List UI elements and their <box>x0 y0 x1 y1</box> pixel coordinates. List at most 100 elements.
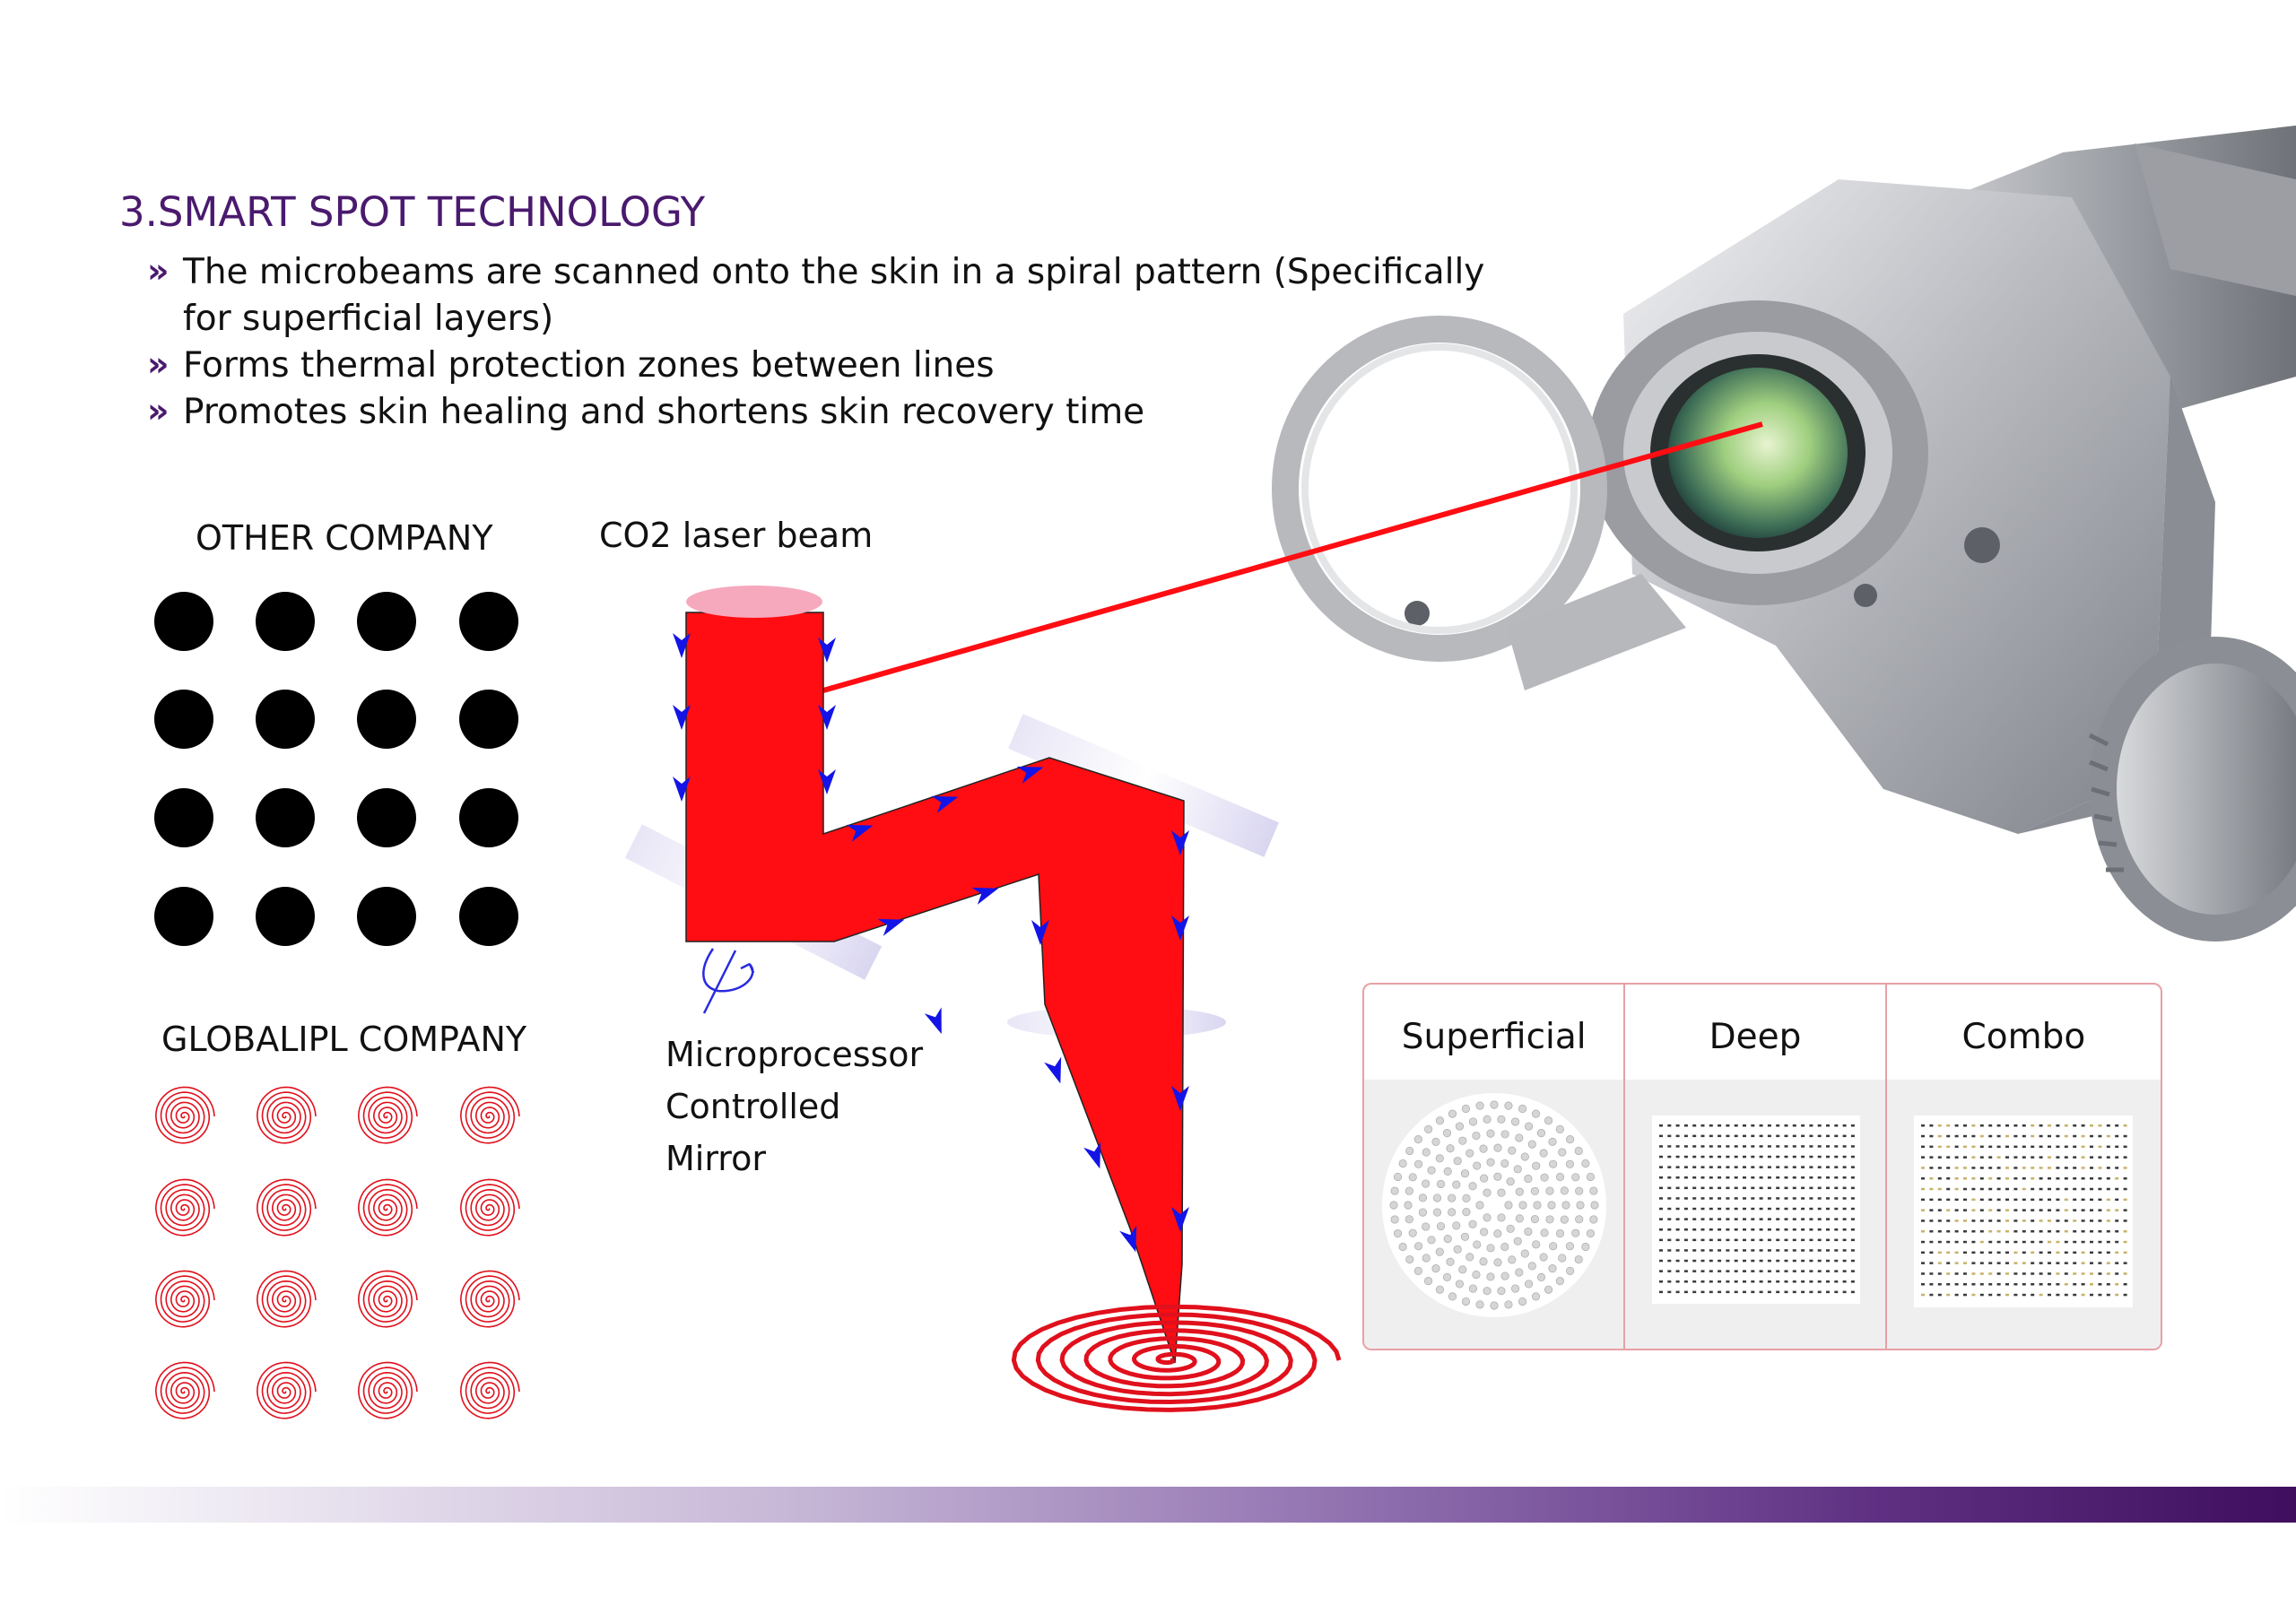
micro-spot <box>1759 1280 1763 1283</box>
micro-spot <box>2106 1156 2110 1159</box>
micro-spot <box>1801 1186 1805 1190</box>
micro-spot <box>1497 1213 1506 1222</box>
micro-spot <box>1945 1272 1950 1275</box>
micro-spot <box>2081 1134 2085 1138</box>
micro-spot <box>1759 1249 1763 1252</box>
micro-spot <box>2064 1251 2068 1254</box>
micro-spot <box>1455 1280 1465 1289</box>
micro-spot <box>1659 1270 1664 1272</box>
micro-spot <box>2039 1230 2043 1233</box>
micro-spot <box>1826 1259 1831 1263</box>
micro-spot <box>2022 1230 2026 1233</box>
micro-spot <box>1979 1156 1984 1159</box>
micro-spot <box>1801 1166 1805 1168</box>
micro-spot <box>1818 1145 1822 1148</box>
micro-spot <box>1684 1176 1689 1179</box>
direction-arrow-icon <box>1016 766 1044 784</box>
micro-spot <box>2098 1240 2102 1244</box>
feature-item: »Forms thermal protection zones between … <box>144 343 1543 389</box>
micro-spot <box>1842 1145 1847 1148</box>
micro-spot <box>1692 1197 1697 1200</box>
micro-spot <box>2123 1177 2127 1180</box>
micro-spot <box>1743 1259 1747 1263</box>
micro-spot <box>1818 1134 1822 1138</box>
micro-spot <box>2022 1177 2026 1180</box>
micro-spot <box>1784 1197 1788 1200</box>
micro-spot <box>1937 1198 1942 1202</box>
micro-spot <box>1544 1285 1553 1294</box>
micro-spot <box>1659 1145 1664 1148</box>
micro-spot <box>1718 1218 1722 1220</box>
micro-spot <box>1659 1228 1664 1231</box>
micro-spot <box>1979 1124 1984 1127</box>
micro-spot <box>1809 1207 1813 1211</box>
micro-spot <box>1493 1143 1502 1152</box>
beam-top-ellipse <box>686 586 822 618</box>
micro-spot <box>1515 1214 1524 1223</box>
micro-spot <box>1954 1219 1959 1222</box>
micro-spot <box>1422 1222 1431 1231</box>
micro-spot <box>1945 1198 1950 1202</box>
micro-spot <box>1809 1186 1813 1190</box>
micro-spot <box>1987 1230 1992 1233</box>
micro-spot <box>2005 1283 2009 1286</box>
micro-spot <box>1962 1240 1967 1244</box>
micro-spot <box>1987 1198 1992 1202</box>
micro-spot <box>2022 1251 2026 1254</box>
micro-spot <box>1793 1124 1797 1127</box>
micro-spot <box>1937 1240 1942 1244</box>
micro-spot <box>1851 1186 1856 1190</box>
micro-spot <box>1574 1146 1583 1156</box>
micro-spot <box>1726 1228 1730 1231</box>
micro-spot <box>1524 1122 1534 1131</box>
micro-spot <box>1718 1259 1722 1263</box>
micro-spot <box>1735 1124 1739 1127</box>
micro-spot <box>1784 1124 1788 1127</box>
micro-spot <box>2005 1262 2009 1264</box>
micro-spot <box>1818 1124 1822 1127</box>
micro-spot <box>2022 1293 2026 1297</box>
micro-spot <box>1479 1144 1488 1153</box>
deep-pattern <box>1652 1115 1861 1304</box>
micro-spot <box>2081 1230 2085 1233</box>
direction-arrow-icon <box>924 1007 942 1035</box>
micro-spot <box>1675 1249 1680 1252</box>
treatment-dot <box>459 887 518 946</box>
spiral-spot <box>357 1086 418 1144</box>
micro-spot <box>1834 1270 1839 1272</box>
rotation-icon <box>702 948 755 1014</box>
micro-spot <box>1971 1230 1976 1233</box>
micro-spot <box>2123 1145 2127 1149</box>
micro-spot <box>1751 1290 1755 1294</box>
micro-spot <box>1735 1280 1739 1283</box>
micro-spot <box>1818 1218 1822 1220</box>
micro-spot <box>1574 1254 1583 1264</box>
micro-spot <box>1555 1124 1564 1133</box>
micro-spot <box>1751 1259 1755 1263</box>
micro-spot <box>1751 1145 1755 1148</box>
micro-spot <box>1435 1154 1444 1163</box>
micro-spot <box>2106 1293 2110 1297</box>
micro-spot <box>2098 1177 2102 1180</box>
micro-spot <box>2030 1230 2034 1233</box>
micro-spot <box>1508 1255 1517 1264</box>
micro-spot <box>1793 1166 1797 1168</box>
micro-spot <box>1801 1290 1805 1294</box>
micro-spot <box>1784 1145 1788 1148</box>
micro-spot <box>2123 1124 2127 1127</box>
micro-spot <box>1510 1284 1520 1293</box>
micro-spot <box>1504 1201 1513 1210</box>
micro-spot <box>1834 1218 1839 1220</box>
micro-spot <box>2022 1219 2026 1222</box>
micro-spot <box>2064 1219 2068 1222</box>
micro-spot <box>2013 1167 2018 1169</box>
micro-spot <box>1472 1131 1481 1141</box>
micro-spot <box>1971 1134 1976 1138</box>
micro-spot <box>2047 1167 2051 1169</box>
micro-spot <box>1937 1187 1942 1191</box>
micro-spot <box>1709 1166 1714 1168</box>
micro-spot <box>1818 1238 1822 1242</box>
micro-spot <box>1801 1145 1805 1148</box>
micro-spot <box>2064 1187 2068 1191</box>
micro-spot <box>1987 1124 1992 1127</box>
